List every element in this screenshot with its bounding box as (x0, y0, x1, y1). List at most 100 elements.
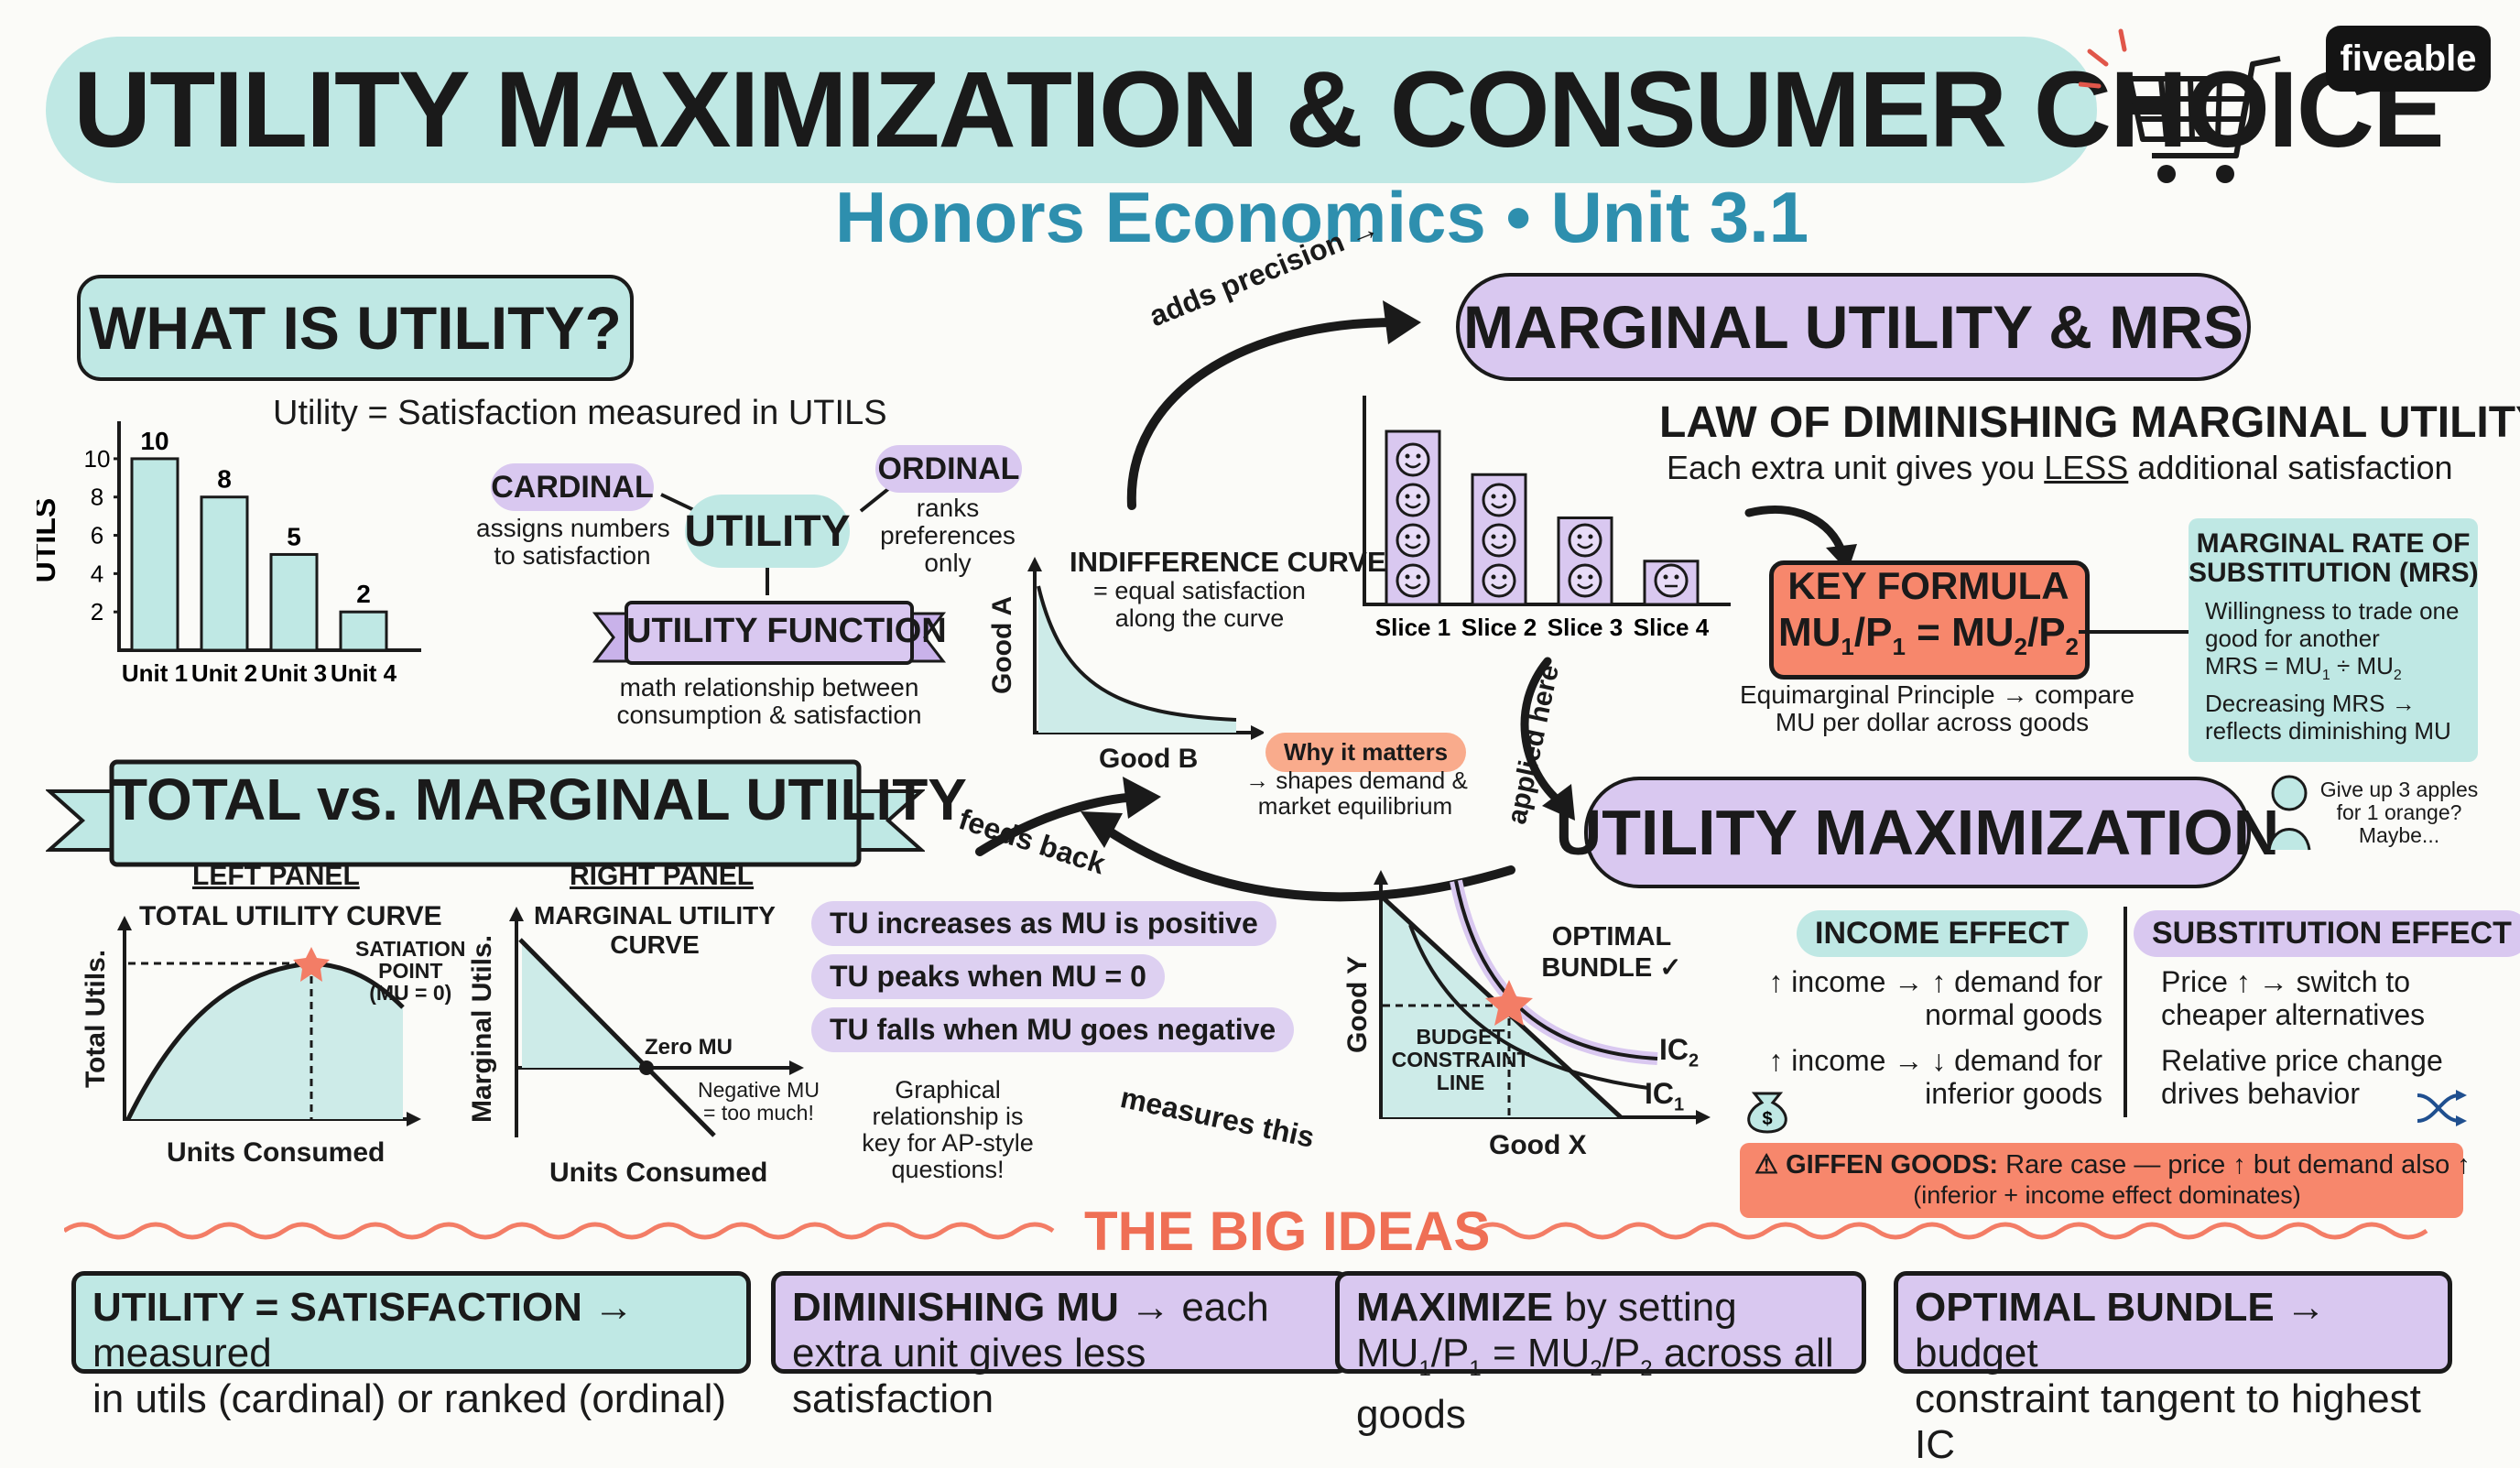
y-axis-label: UTILS (37, 498, 61, 582)
smiley-icon (1396, 483, 1430, 517)
law-of-dmu-title: LAW OF DIMINISHING MARGINAL UTILITY (1659, 398, 2520, 447)
good-y-axis-label: Good Y (1342, 955, 1373, 1053)
smiley-icon (1396, 563, 1430, 598)
smiley-icon (1568, 563, 1602, 598)
bar-value-label: 8 (217, 465, 232, 494)
law-of-dmu-note: Each extra unit gives you LESS additiona… (1667, 449, 2453, 486)
brand-logo: fiveable (2326, 26, 2491, 92)
smiley-icon (1568, 523, 1602, 558)
applied-here-arrow (1520, 657, 1575, 821)
slice-label: Slice 3 (1548, 614, 1623, 641)
total-utility-graph (117, 916, 421, 1126)
bar-value-label: 2 (356, 580, 371, 608)
good-x-axis-label: Good X (1489, 1130, 1587, 1160)
total-vs-marginal-heading: TOTAL vs. MARGINAL UTILITY (112, 767, 967, 832)
ic2-label: IC2 (1659, 1033, 1700, 1071)
substitution-effect-tag: SUBSTITUTION EFFECT (2134, 910, 2520, 957)
negative-mu-label: Negative MU= too much! (698, 1078, 820, 1125)
bar (200, 495, 249, 652)
ic1-label: IC1 (1645, 1077, 1685, 1115)
marginal-utility-heading: MARGINAL UTILITY & MRS (1456, 273, 2251, 381)
svg-text:$: $ (1762, 1109, 1772, 1129)
big-ideas-heading: THE BIG IDEAS (1084, 1201, 1491, 1262)
slice-label: Slice 1 (1375, 614, 1450, 641)
fact-tag-2: TU peaks when MU = 0 (811, 954, 1165, 999)
what-is-utility-heading: WHAT IS UTILITY? (77, 275, 634, 381)
money-bag-icon: $ (1747, 1092, 1787, 1134)
smiley-icon (1482, 523, 1516, 558)
slice-label: Slice 4 (1634, 614, 1710, 641)
units-consumed-right-label: Units Consumed (549, 1158, 768, 1188)
smiley-icon (1654, 563, 1689, 598)
ordinal-tag: ORDINAL (875, 445, 1022, 493)
y-tick-label: 4 (91, 560, 103, 587)
why-it-matters-tag: Why it matters (1265, 733, 1467, 772)
x-tick-label: Unit 3 (261, 659, 327, 687)
mrs-details: Willingness to trade one good for anothe… (2205, 597, 2460, 745)
units-consumed-left-label: Units Consumed (167, 1137, 386, 1168)
formula-mrs-connector (2079, 630, 2198, 634)
right-panel-label: RIGHT PANEL (570, 861, 755, 891)
fact-tag-3: TU falls when MU goes negative (811, 1007, 1295, 1052)
key-formula-title: KEY FORMULA (1787, 564, 2069, 607)
indifference-curve-graph (1027, 557, 1264, 740)
diminishing-slices-chart: Slice 1 Slice 2 Slice 3 Slice 4 (1363, 396, 1731, 641)
fact-tag-1: TU increases as MU is positive (811, 901, 1276, 946)
utility-function-ribbon (592, 601, 947, 665)
flow-arrows (975, 300, 1515, 902)
title-banner (46, 37, 2097, 183)
indifference-curve-title: INDIFFERENCE CURVE (1070, 546, 1386, 578)
marginal-utils-axis-label: Marginal Utils. (467, 934, 497, 1123)
slice-label: Slice 2 (1461, 614, 1537, 641)
total-utility-title: TOTAL UTILITY CURVE (139, 901, 442, 931)
x-tick-label: Unit 4 (331, 659, 397, 687)
y-tick-label: 10 (84, 445, 111, 473)
bar (339, 610, 388, 652)
bar-value-label: 10 (140, 427, 168, 455)
utility-definition: Utility = Satisfaction measured in UTILS (273, 394, 887, 432)
key-formula-box (1769, 560, 2090, 680)
giffen-goods-box (1740, 1143, 2463, 1218)
shopping-cart-icon (2079, 28, 2281, 183)
smiley-icon (1482, 483, 1516, 517)
why-it-matters-note: → shapes demand &market equilibrium (1245, 767, 1468, 820)
income-effect-tag: INCOME EFFECT (1797, 910, 2088, 957)
total-utils-axis-label: Total Utils. (81, 949, 111, 1088)
bar (269, 552, 319, 652)
good-a-axis-label: Good A (987, 595, 1017, 694)
marginal-utility-graph (509, 907, 804, 1137)
zero-mu-label: Zero MU (645, 1035, 733, 1060)
page-subtitle: Honors Economics • Unit 3.1 (835, 177, 1809, 257)
thinking-person-icon (2267, 775, 2311, 851)
utility-maximization-heading: UTILITY MAXIMIZATION (1556, 777, 2279, 888)
x-tick-label: Unit 1 (122, 659, 188, 687)
giffen-goods-line-1: ⚠ GIFFEN GOODS: Rare case — price ↑ but … (1754, 1150, 2471, 1180)
page-title: UTILITY MAXIMIZATION & CONSUMER CHOICE (73, 49, 2445, 170)
good-b-axis-label: Good B (1099, 744, 1199, 774)
cardinal-tag: CARDINAL (491, 463, 654, 511)
bar-value-label: 5 (287, 522, 301, 550)
big-ideas-divider (64, 1222, 2428, 1240)
mrs-box (2189, 518, 2478, 762)
total-vs-marginal-ribbon (46, 759, 925, 867)
giffen-goods-line-2: (inferior + income effect dominates) (1913, 1181, 2301, 1209)
smiley-icon (1396, 523, 1430, 558)
utility-function-label: UTILITY FUNCTION (626, 612, 947, 650)
smiley-icon (1482, 563, 1516, 598)
y-tick-label: 2 (91, 598, 103, 625)
left-panel-label: LEFT PANEL (192, 861, 360, 891)
